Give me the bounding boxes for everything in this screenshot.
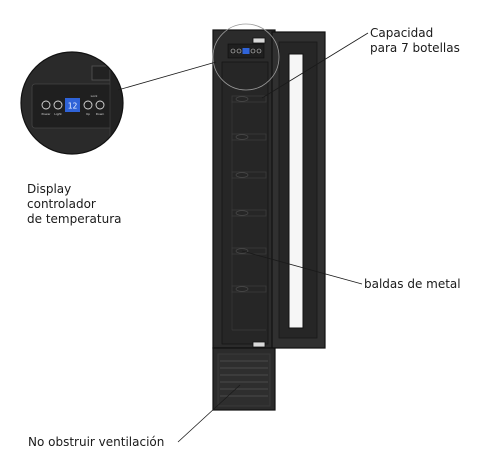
lock-label: Lock: [91, 94, 98, 98]
display-controller-label: Display controlador de temperatura: [27, 182, 122, 226]
ventilation-leader-line: [177, 384, 241, 443]
zoom-leader-line: [117, 61, 217, 91]
light-button-icon: [53, 100, 63, 110]
top-hinge: [252, 37, 266, 44]
control-panel-highlight: [212, 23, 280, 91]
power-button-icon: [41, 100, 51, 110]
control-panel-small: [227, 43, 265, 59]
up-button-icon: [83, 100, 93, 110]
power-button-label: Power: [41, 112, 51, 116]
down-button-label: Down: [96, 112, 105, 116]
metal-shelves-label: baldas de metal: [364, 277, 461, 291]
door-glass-pane: [288, 53, 304, 329]
capacity-leader-line: [261, 32, 369, 99]
shelf: [231, 95, 267, 134]
wine-cooler: [212, 29, 326, 411]
ventilation-label: No obstruir ventilación: [28, 435, 165, 449]
capacity-label: Capacidad para 7 botellas: [370, 26, 460, 55]
shelf: [231, 171, 267, 210]
glass-door: [271, 31, 326, 349]
shelf: [231, 133, 267, 172]
up-button-label: Up: [86, 112, 90, 116]
down-button-icon: [95, 100, 105, 110]
control-panel-zoom: 12 Power Light Up Down Lock: [20, 51, 124, 155]
ventilation-grille: [212, 347, 276, 411]
shelf: [231, 247, 267, 286]
light-button-label: Light: [54, 112, 62, 116]
shelf: [231, 285, 267, 330]
shelves: [231, 95, 267, 331]
temperature-display: [65, 98, 80, 112]
shelves-leader-line: [241, 250, 363, 285]
shelf: [231, 209, 267, 248]
cabinet-interior: [221, 61, 269, 345]
leader-lines: [117, 32, 369, 443]
bottom-hinge: [252, 341, 266, 348]
temperature-readout: 12: [68, 102, 78, 111]
